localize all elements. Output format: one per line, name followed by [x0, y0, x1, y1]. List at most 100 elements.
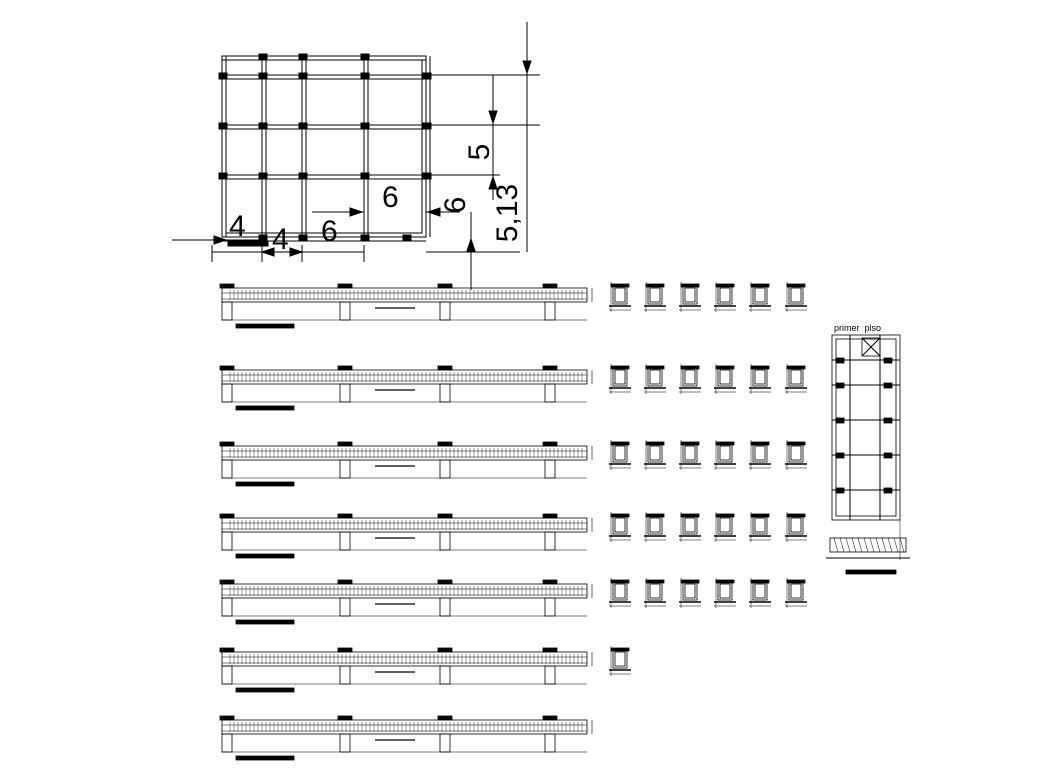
section-top-bar	[750, 441, 770, 446]
section-stirrup	[614, 517, 626, 533]
beam-top-block	[542, 513, 558, 519]
column-inner-outline	[835, 338, 897, 517]
section-stirrup	[719, 369, 731, 385]
dimension-arrow	[522, 60, 532, 75]
beam-elevation	[219, 513, 593, 559]
section-top-bar	[786, 513, 806, 518]
section-top-bar	[645, 283, 665, 288]
beam-elevations	[219, 283, 593, 761]
beam-top-block	[437, 647, 453, 653]
beam-title-bar	[235, 755, 295, 761]
column-block	[258, 172, 268, 180]
beam-support-column	[221, 301, 233, 321]
dim-label-6b: 6	[382, 181, 399, 214]
beam-top-block	[219, 513, 235, 519]
beam-top-block	[542, 715, 558, 721]
column-block	[422, 72, 432, 80]
beam-top-block	[542, 283, 558, 289]
beam-outline	[221, 445, 588, 461]
footing-hatch	[857, 537, 863, 553]
section-stirrup	[649, 583, 661, 599]
beam-outline	[221, 651, 588, 667]
column-title-bar	[845, 569, 897, 575]
beam-top-block	[219, 715, 235, 721]
section-stirrup	[684, 517, 696, 533]
beam-section	[644, 512, 666, 542]
section-stirrup	[790, 583, 802, 599]
beam-elevation	[219, 715, 593, 761]
beam-section	[609, 364, 631, 394]
beam-top-block	[219, 365, 235, 371]
column-block	[298, 72, 308, 80]
beam-section	[609, 646, 631, 676]
column-detail	[826, 334, 910, 575]
section-stirrup	[684, 369, 696, 385]
section-top-bar	[750, 579, 770, 584]
beam-support-column	[339, 459, 351, 479]
beam-top-block	[542, 365, 558, 371]
section-top-bar	[610, 365, 630, 370]
section-top-bar	[610, 441, 630, 446]
section-top-bar	[715, 513, 735, 518]
beam-title-bar	[235, 405, 295, 411]
beam-title-bar	[235, 323, 295, 329]
beam-top-block	[437, 441, 453, 447]
beam-elevation	[219, 441, 593, 487]
footing-hatch	[863, 537, 869, 553]
beam-top-block	[337, 365, 353, 371]
column-block	[360, 234, 370, 241]
section-stirrup	[684, 583, 696, 599]
beam-support-column	[221, 665, 233, 685]
column-rebar	[883, 382, 893, 389]
section-top-bar	[786, 283, 806, 288]
column-block	[298, 122, 308, 130]
beam-outline	[221, 287, 588, 303]
beam-section	[644, 282, 666, 312]
section-top-bar	[645, 579, 665, 584]
dim-label-6c: 6	[439, 197, 472, 214]
beam-section	[679, 364, 701, 394]
beam-section	[609, 440, 631, 470]
beam-top-block	[337, 513, 353, 519]
column-block	[298, 172, 308, 180]
section-stirrup	[649, 517, 661, 533]
beam-top-block	[542, 579, 558, 585]
column-outline	[831, 334, 901, 521]
beam-section	[785, 578, 807, 608]
beam-section	[785, 364, 807, 394]
dimension-arrow	[488, 175, 498, 190]
beam-support-column	[339, 531, 351, 551]
column-block	[298, 234, 308, 241]
beam-section	[609, 578, 631, 608]
section-stirrup	[754, 369, 766, 385]
beam-top-block	[437, 513, 453, 519]
dimension-arrow	[426, 207, 441, 217]
column-rebar	[835, 417, 845, 424]
beam-support-column	[221, 531, 233, 551]
beam-support-column	[221, 459, 233, 479]
section-stirrup	[684, 287, 696, 303]
column-block	[422, 172, 432, 180]
beam-section	[785, 512, 807, 542]
section-top-bar	[645, 441, 665, 446]
beam-outline	[221, 583, 588, 599]
section-stirrup	[614, 445, 626, 461]
beam-top-block	[219, 647, 235, 653]
section-stirrup	[614, 583, 626, 599]
column-block	[258, 72, 268, 80]
column-rebar	[835, 452, 845, 459]
column-rebar	[835, 357, 845, 364]
beam-section	[749, 440, 771, 470]
section-stirrup	[719, 445, 731, 461]
beam-outline	[221, 369, 588, 385]
section-stirrup	[754, 287, 766, 303]
footing-hatch	[875, 537, 881, 553]
beam-sections	[609, 282, 807, 676]
beam-support-column	[221, 383, 233, 403]
beam-support-column	[544, 383, 556, 403]
beam-top-block	[219, 579, 235, 585]
beam-top-block	[542, 441, 558, 447]
section-top-bar	[680, 579, 700, 584]
beam-section	[714, 440, 736, 470]
beam-outline	[221, 517, 588, 533]
